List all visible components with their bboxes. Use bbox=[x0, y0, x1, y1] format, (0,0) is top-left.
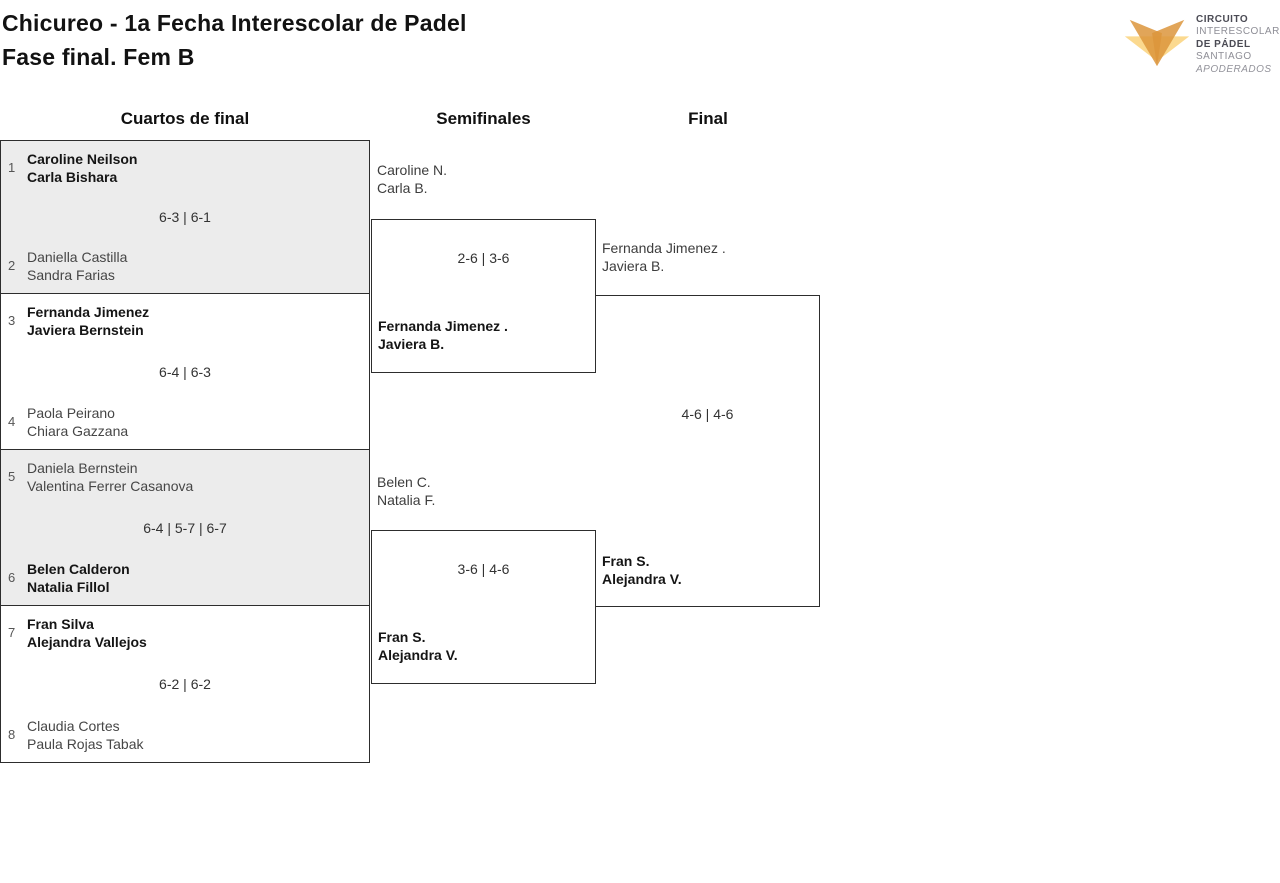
team-names: Daniella Castilla Sandra Farias bbox=[27, 248, 127, 284]
round-header-final: Final bbox=[688, 109, 728, 128]
team-names-winner: Fernanda Jimenez Javiera Bernstein bbox=[27, 303, 149, 339]
team-names-winner: Caroline Neilson Carla Bishara bbox=[27, 150, 137, 186]
player-name: Natalia Fillol bbox=[27, 579, 110, 595]
logo-fox-icon bbox=[1124, 19, 1190, 67]
logo-line-interescolar: INTERESCOLAR bbox=[1196, 26, 1280, 38]
match-quarterfinal-2: 3 Fernanda Jimenez Javiera Bernstein 6-4… bbox=[0, 293, 370, 450]
player-name: Fran S. bbox=[378, 629, 426, 645]
player-name: Carla Bishara bbox=[27, 169, 118, 185]
team-names-winner: Fran S. Alejandra V. bbox=[378, 628, 458, 664]
logo-line-apoderados: APODERADOS bbox=[1196, 63, 1272, 75]
player-name: Natalia F. bbox=[377, 492, 436, 508]
player-name: Caroline Neilson bbox=[27, 151, 138, 167]
team-names-winner: Belen Calderon Natalia Fillol bbox=[27, 560, 130, 596]
team-names: Paola Peirano Chiara Gazzana bbox=[27, 404, 128, 440]
final-entrant: Fernanda Jimenez . Javiera B. bbox=[602, 239, 726, 275]
player-name: Javiera B. bbox=[378, 336, 445, 352]
player-name: Fernanda Jimenez . bbox=[378, 318, 508, 334]
player-name: Belen C. bbox=[377, 474, 431, 490]
match-score: 4-6 | 4-6 bbox=[681, 406, 734, 422]
page-title-line1: Chicureo - 1a Fecha Interescolar de Pade… bbox=[2, 10, 467, 36]
player-name: Javiera B. bbox=[602, 258, 665, 274]
player-name: Alejandra Vallejos bbox=[27, 634, 147, 650]
logo-line-santiago: SANTIAGO bbox=[1196, 51, 1252, 63]
team-names-winner: Fernanda Jimenez . Javiera B. bbox=[378, 317, 508, 353]
team-names-winner: Fran Silva Alejandra Vallejos bbox=[27, 615, 147, 651]
logo-line-circuito: CIRCUITO bbox=[1196, 14, 1249, 25]
player-name: Alejandra V. bbox=[378, 647, 458, 663]
team-names: Claudia Cortes Paula Rojas Tabak bbox=[27, 717, 143, 753]
player-name: Javiera Bernstein bbox=[27, 322, 144, 338]
match-quarterfinal-1: 1 Caroline Neilson Carla Bishara 6-3 | 6… bbox=[0, 140, 370, 294]
match-final: 4-6 | 4-6 Fran S. Alejandra V. bbox=[596, 295, 820, 607]
match-semifinal-1: 2-6 | 3-6 Fernanda Jimenez . Javiera B. bbox=[371, 219, 596, 373]
player-name: Paula Rojas Tabak bbox=[27, 736, 144, 752]
match-score: 6-2 | 6-2 bbox=[159, 676, 211, 692]
player-name: Fran Silva bbox=[27, 616, 94, 632]
seed-number: 4 bbox=[8, 414, 16, 429]
page-title: Chicureo - 1a Fecha Interescolar de Pade… bbox=[2, 6, 467, 74]
player-name: Caroline N. bbox=[377, 162, 448, 178]
player-name: Carla B. bbox=[377, 180, 428, 196]
player-name: Fran S. bbox=[602, 553, 650, 569]
seed-number: 5 bbox=[8, 469, 16, 484]
semifinal-1-entrant: Caroline N. Carla B. bbox=[377, 161, 447, 197]
match-score: 3-6 | 4-6 bbox=[457, 561, 510, 577]
player-name: Daniela Bernstein bbox=[27, 460, 138, 476]
seed-number: 2 bbox=[8, 258, 16, 273]
player-name: Chiara Gazzana bbox=[27, 423, 129, 439]
match-quarterfinal-4: 7 Fran Silva Alejandra Vallejos 6-2 | 6-… bbox=[0, 605, 370, 763]
semifinal-2-entrant: Belen C. Natalia F. bbox=[377, 473, 435, 509]
page-title-line2: Fase final. Fem B bbox=[2, 44, 195, 70]
player-name: Claudia Cortes bbox=[27, 718, 120, 734]
player-name: Fernanda Jimenez . bbox=[602, 240, 726, 256]
team-names: Daniela Bernstein Valentina Ferrer Casan… bbox=[27, 459, 193, 495]
match-score: 6-4 | 5-7 | 6-7 bbox=[143, 519, 227, 536]
seed-number: 1 bbox=[8, 160, 16, 175]
match-semifinal-2: 3-6 | 4-6 Fran S. Alejandra V. bbox=[371, 530, 596, 684]
team-names-winner: Fran S. Alejandra V. bbox=[602, 552, 682, 588]
round-header-quarterfinals: Cuartos de final bbox=[120, 109, 250, 128]
player-name: Sandra Farias bbox=[27, 267, 115, 283]
player-name: Daniella Castilla bbox=[27, 249, 128, 265]
logo-text: CIRCUITO INTERESCOLAR DE PÁDEL SANTIAGO … bbox=[1196, 14, 1280, 76]
player-name: Alejandra V. bbox=[602, 571, 682, 587]
logo-line-de-padel: DE PÁDEL bbox=[1196, 38, 1251, 50]
seed-number: 3 bbox=[8, 313, 16, 328]
match-quarterfinal-3: 5 Daniela Bernstein Valentina Ferrer Cas… bbox=[0, 449, 370, 606]
round-header-semifinals: Semifinales bbox=[436, 109, 531, 128]
match-score: 6-4 | 6-3 bbox=[159, 363, 211, 380]
player-name: Fernanda Jimenez bbox=[27, 304, 150, 320]
match-score: 6-3 | 6-1 bbox=[159, 209, 211, 225]
player-name: Paola Peirano bbox=[27, 405, 115, 421]
player-name: Belen Calderon bbox=[27, 561, 130, 577]
player-name: Valentina Ferrer Casanova bbox=[27, 478, 194, 494]
seed-number: 6 bbox=[8, 570, 16, 585]
seed-number: 8 bbox=[8, 727, 16, 742]
seed-number: 7 bbox=[8, 625, 16, 640]
match-score: 2-6 | 3-6 bbox=[457, 250, 510, 266]
